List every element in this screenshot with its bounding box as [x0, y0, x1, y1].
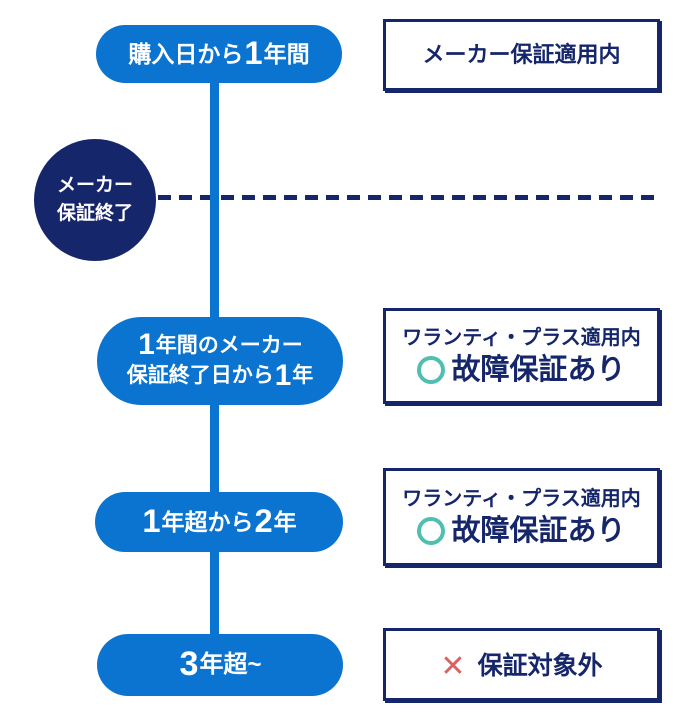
result-box-main-text: 故障保証あり [451, 514, 626, 547]
timeline-node-one-to-two-years: 1年超から2年 [95, 492, 343, 552]
result-box-warranty-plus-covered-1: ワランティ・プラス適用内 故障保証あり [383, 308, 660, 404]
result-box-main-line: 故障保証あり [417, 353, 626, 388]
cross-icon: ✕ [440, 649, 466, 683]
warranty-end-dashed-line [95, 195, 655, 200]
result-box-not-covered: ✕ 保証対象外 [383, 628, 660, 701]
timeline-node-label: 3年超~ [179, 645, 262, 684]
timeline-node-label: 1年超から2年 [142, 502, 297, 540]
timeline-node-over-three-years: 3年超~ [97, 634, 343, 696]
result-box-main-text: 保証対象外 [477, 651, 603, 680]
event-circle-label-line1: メーカー [56, 174, 133, 196]
timeline-node-one-year-after-warranty-end: 1年間のメーカー 保証終了日から1年 [97, 317, 343, 405]
circle-ok-icon [417, 355, 446, 384]
result-box-warranty-plus-covered-2: ワランティ・プラス適用内 故障保証あり [383, 468, 660, 566]
result-box-main-line: ✕ 保証対象外 [440, 651, 602, 681]
result-box-manufacturer-warranty-covered: メーカー保証適用内 [383, 19, 660, 91]
result-box-main-line: 故障保証あり [417, 514, 626, 549]
timeline-node-purchase-first-year: 購入日から1年間 [96, 25, 342, 83]
timeline-node-label: 保証終了日から1年 [126, 358, 314, 392]
result-box-subtitle: ワランティ・プラス適用内 [402, 487, 641, 510]
event-circle-label-line2: 保証終了 [56, 203, 133, 224]
timeline-node-label: 1年間のメーカー [138, 327, 303, 361]
manufacturer-warranty-end-circle: メーカー 保証終了 [34, 139, 156, 261]
result-box-main-text: 故障保証あり [451, 353, 626, 386]
circle-ok-icon [417, 516, 446, 545]
timeline-node-label: 購入日から1年間 [128, 34, 310, 72]
result-box-title: メーカー保証適用内 [422, 41, 621, 67]
result-box-subtitle: ワランティ・プラス適用内 [402, 326, 641, 349]
